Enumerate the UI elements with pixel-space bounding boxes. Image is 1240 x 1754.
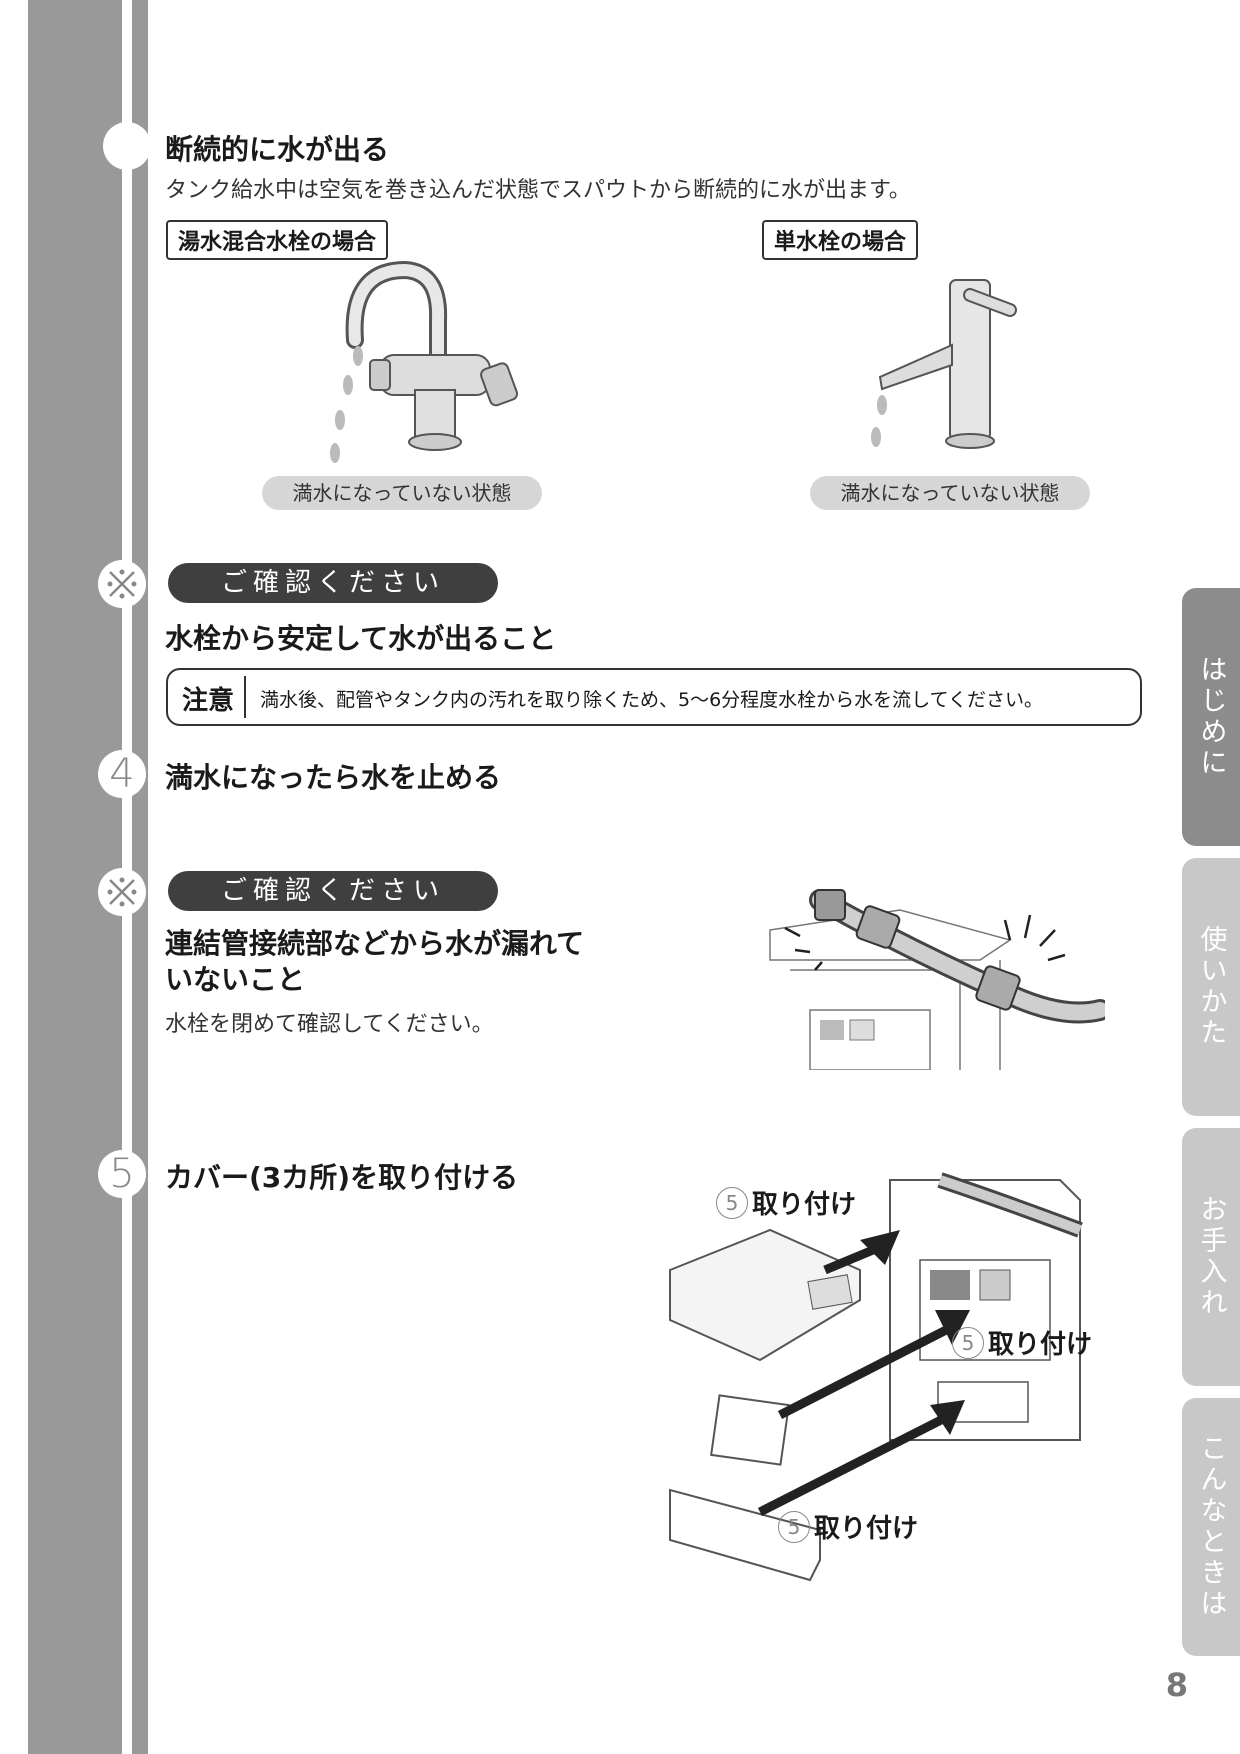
step4-title: 満水になったら水を止める [165, 761, 502, 794]
callout-attach-bottom: 5 取り付け [778, 1508, 918, 1545]
callout-step-number: 5 [952, 1326, 984, 1359]
section-bullet [103, 122, 151, 170]
case-mix-label: 湯水混合水栓の場合 [166, 220, 389, 260]
section-title-intermittent: 断続的に水が出る [165, 133, 390, 166]
tab-hajimeni[interactable]: はじめに [1182, 588, 1240, 846]
pipe-connection-illustration [769, 889, 1105, 1070]
cover-attach-illustration [669, 1172, 1083, 1582]
notice-head: 注意 [182, 686, 235, 716]
notice-text: 満水後、配管やタンク内の汚れを取り除くため、5〜6分程度水栓から水を流してくださ… [260, 689, 1044, 711]
callout-text: 取り付け [988, 1330, 1093, 1360]
confirm-badge: ご確認ください [168, 563, 498, 603]
callout-step-number: 5 [778, 1510, 810, 1543]
callout-step-number: 5 [716, 1186, 748, 1219]
step5-title: カバー(3カ所)を取り付ける [165, 1161, 519, 1194]
asterisk-circle-icon [98, 560, 146, 608]
tab-konnatokiha[interactable]: こんなときは [1182, 1398, 1240, 1656]
callout-text: 取り付け [814, 1514, 919, 1544]
tab-oteire[interactable]: お手入れ [1182, 1128, 1240, 1386]
section-desc-intermittent: タンク給水中は空気を巻き込んだ状態でスパウトから断続的に水が出ます。 [165, 178, 911, 203]
callout-attach-middle: 5 取り付け [952, 1324, 1092, 1361]
tab-tsukaikata[interactable]: 使いかた [1182, 858, 1240, 1116]
notice-divider [244, 676, 246, 718]
confirm2-desc: 水栓を閉めて確認してください。 [165, 1012, 494, 1037]
single-faucet-illustration [871, 279, 1017, 449]
confirm1-heading: 水栓から安定して水が出ること [165, 622, 557, 655]
page-number: 8 [1165, 1666, 1188, 1704]
caption-mix-state: 満水になっていない状態 [262, 476, 542, 510]
confirm2-heading-line1: 連結管接続部などから水が漏れて [165, 927, 585, 960]
callout-text: 取り付け [752, 1190, 857, 1220]
callout-attach-top: 5 取り付け [716, 1184, 856, 1221]
case-single-label: 単水栓の場合 [762, 220, 919, 260]
asterisk-circle-icon [98, 868, 146, 916]
step-number-4: 4 [98, 750, 146, 798]
confirm2-heading-line2: いないこと [165, 963, 306, 996]
confirm-badge: ご確認ください [168, 871, 498, 911]
step-number-5: 5 [98, 1150, 146, 1198]
mixing-faucet-illustration [330, 260, 519, 463]
caption-single-state: 満水になっていない状態 [810, 476, 1090, 510]
notice-box: 注意 満水後、配管やタンク内の汚れを取り除くため、5〜6分程度水栓から水を流して… [166, 668, 1142, 726]
